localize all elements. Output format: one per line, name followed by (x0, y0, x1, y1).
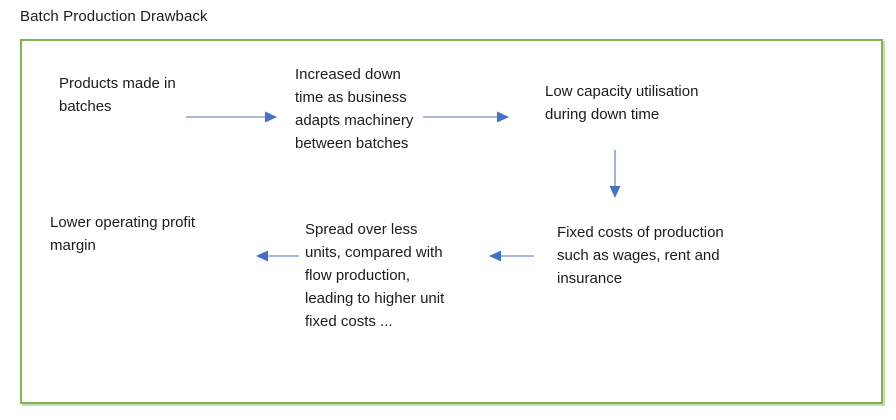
arrow-right-icon (423, 111, 509, 123)
diagram-frame (20, 39, 883, 404)
node-fixed-costs-of-production: Fixed costs of production such as wages,… (557, 224, 724, 287)
arrow-down-icon (609, 150, 621, 198)
arrow-left-icon (489, 250, 534, 262)
arrow-left-icon (256, 250, 299, 262)
node-lower-operating-profit-margin: Lower operating profit margin (50, 214, 196, 254)
node-products-made-in-batches: Products made in batches (59, 75, 176, 115)
node-spread-over-less-units: Spread over less units, compared with fl… (305, 221, 445, 330)
arrow-right-icon (186, 111, 277, 123)
diagram-title: Batch Production Drawback (20, 8, 208, 25)
node-low-capacity-utilisation: Low capacity utilisation during down tim… (545, 83, 699, 123)
node-increased-down-time: Increased down time as business adapts m… (295, 66, 414, 152)
